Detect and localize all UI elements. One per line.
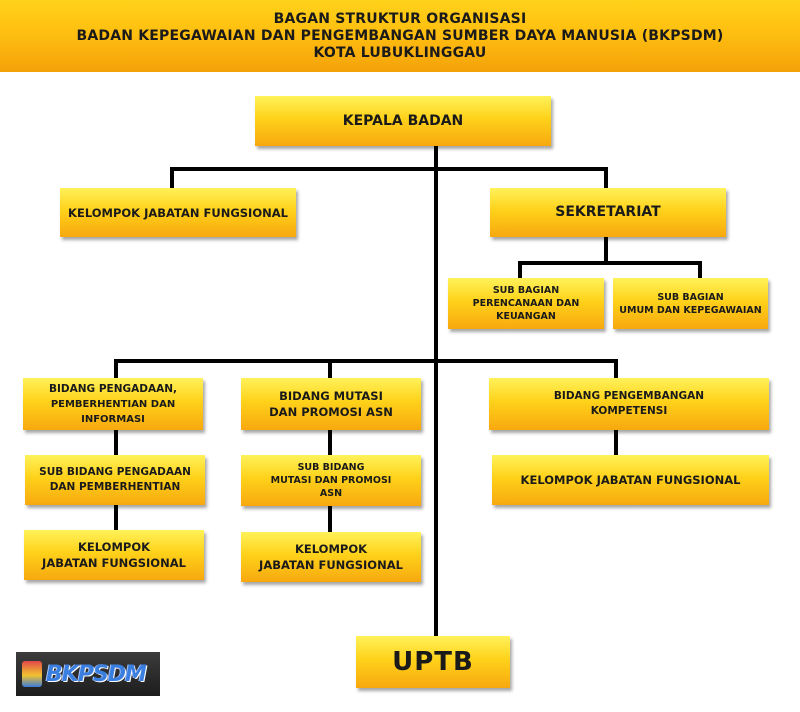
node-kjf-pengadaan-line1: KELOMPOK [77, 540, 151, 554]
node-sekretariat: SEKRETARIAT [490, 188, 726, 237]
node-kelompok-jabatan-fungsional-mutasi: KELOMPOK JABATAN FUNGSIONAL [241, 532, 421, 582]
node-kjf-mutasi-line2: JABATAN FUNGSIONAL [259, 558, 403, 572]
node-kjf-pengembangan-label: KELOMPOK JABATAN FUNGSIONAL [520, 473, 741, 487]
node-kjf-mutasi-line1: KELOMPOK [294, 542, 368, 556]
node-sub-bagian-umum: SUB BAGIAN UMUM DAN KEPEGAWAIAN [613, 278, 768, 329]
node-kepala-badan-label: KEPALA BADAN [342, 112, 464, 129]
header-title-line1: BAGAN STRUKTUR ORGANISASI [273, 10, 527, 27]
node-bidang-pengembangan-line2: KOMPETENSI [590, 405, 668, 417]
node-sub-perencanaan-line1: SUB BAGIAN [492, 285, 560, 296]
node-bidang-mutasi-line2: DAN PROMOSI ASN [269, 405, 393, 419]
city-emblem-icon [22, 661, 42, 687]
header-title-line3: KOTA LUBUKLINGGAU [313, 44, 487, 61]
node-sekretariat-label: SEKRETARIAT [555, 204, 661, 220]
node-kjf-pengadaan-line2: JABATAN FUNGSIONAL [42, 556, 186, 570]
node-bidang-pengadaan-line2: PEMBERHENTIAN DAN INFORMASI [50, 398, 176, 425]
chart-header: BAGAN STRUKTUR ORGANISASI BADAN KEPEGAWA… [0, 0, 800, 72]
node-bidang-pengadaan-line1: BIDANG PENGADAAN, [49, 382, 177, 395]
node-kelompok-jabatan-fungsional-pengadaan: KELOMPOK JABATAN FUNGSIONAL [24, 530, 204, 580]
node-bidang-pengadaan: BIDANG PENGADAAN, PEMBERHENTIAN DAN INFO… [23, 378, 203, 430]
node-sub-bidang-mutasi: SUB BIDANG MUTASI DAN PROMOSI ASN [241, 455, 421, 506]
node-sub-umum-line2: UMUM DAN KEPEGAWAIAN [619, 304, 762, 316]
node-kjf-top-label: KELOMPOK JABATAN FUNGSIONAL [68, 205, 288, 220]
bkpsdm-logo-text: BKPSDM [46, 661, 147, 687]
node-uptb: UPTB [356, 636, 510, 688]
bkpsdm-logo: BKPSDM [16, 652, 160, 696]
node-bidang-mutasi: BIDANG MUTASI DAN PROMOSI ASN [241, 378, 421, 430]
node-sub-perencanaan-line2: PERENCANAAN DAN KEUANGAN [472, 298, 580, 322]
node-bidang-pengembangan: BIDANG PENGEMBANGAN KOMPETENSI [489, 378, 769, 430]
node-bidang-pengembangan-line1: BIDANG PENGEMBANGAN [553, 390, 705, 402]
node-kelompok-jabatan-fungsional-top: KELOMPOK JABATAN FUNGSIONAL [60, 188, 296, 237]
node-subbid-mutasi-line3: ASN [319, 488, 343, 499]
node-kepala-badan: KEPALA BADAN [255, 96, 551, 146]
node-uptb-label: UPTB [392, 647, 474, 677]
node-kelompok-jabatan-fungsional-pengembangan: KELOMPOK JABATAN FUNGSIONAL [492, 455, 769, 505]
node-sub-umum-line1: SUB BAGIAN [657, 291, 724, 303]
node-sub-bagian-perencanaan: SUB BAGIAN PERENCANAAN DAN KEUANGAN [448, 278, 604, 329]
node-bidang-mutasi-line1: BIDANG MUTASI [279, 389, 383, 403]
header-title-line2: BADAN KEPEGAWAIAN DAN PENGEMBANGAN SUMBE… [76, 27, 724, 44]
node-subbid-mutasi-line1: SUB BIDANG [297, 462, 365, 473]
node-subbid-mutasi-line2: MUTASI DAN PROMOSI [270, 475, 392, 486]
node-subbid-pengadaan-line1: SUB BIDANG PENGADAAN [39, 466, 191, 478]
node-sub-bidang-pengadaan: SUB BIDANG PENGADAAN DAN PEMBERHENTIAN [25, 455, 205, 505]
node-subbid-pengadaan-line2: DAN PEMBERHENTIAN [49, 481, 181, 493]
